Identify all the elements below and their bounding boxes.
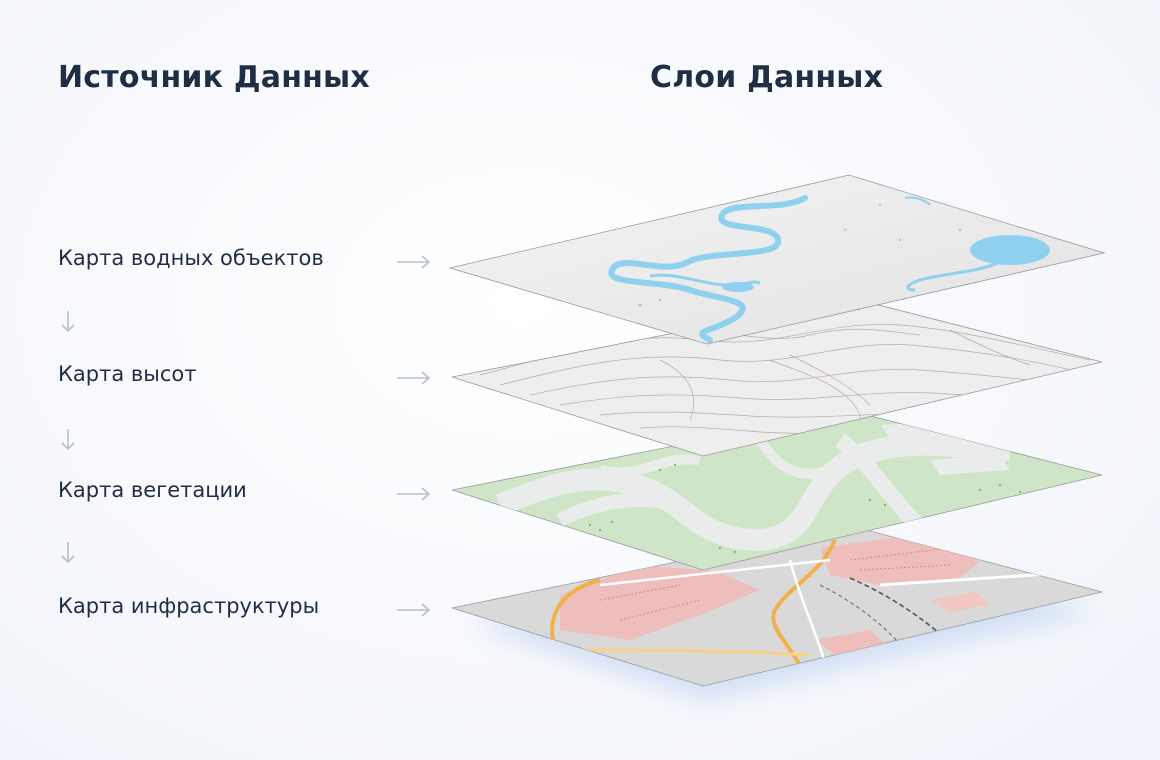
source-heading: Источник Данных bbox=[58, 60, 370, 95]
arrow-right-icon bbox=[397, 371, 431, 385]
vegetation-layer bbox=[451, 410, 1103, 571]
arrow-right-icon bbox=[397, 603, 431, 617]
source-label-vegetation: Карта вегетации bbox=[58, 478, 247, 502]
source-label-elevation: Карта высот bbox=[58, 362, 197, 386]
arrow-right-icon bbox=[397, 487, 431, 501]
arrow-right-icon bbox=[397, 255, 431, 269]
layers-heading: Слои Данных bbox=[650, 60, 884, 95]
arrow-down-icon bbox=[61, 429, 75, 451]
water-layer bbox=[448, 174, 1106, 345]
source-label-water: Карта водных объектов bbox=[58, 246, 324, 270]
elevation-layer bbox=[451, 297, 1103, 457]
source-label-infrastructure: Карта инфраструктуры bbox=[58, 594, 320, 618]
arrow-down-icon bbox=[61, 311, 75, 333]
arrow-down-icon bbox=[61, 542, 75, 564]
